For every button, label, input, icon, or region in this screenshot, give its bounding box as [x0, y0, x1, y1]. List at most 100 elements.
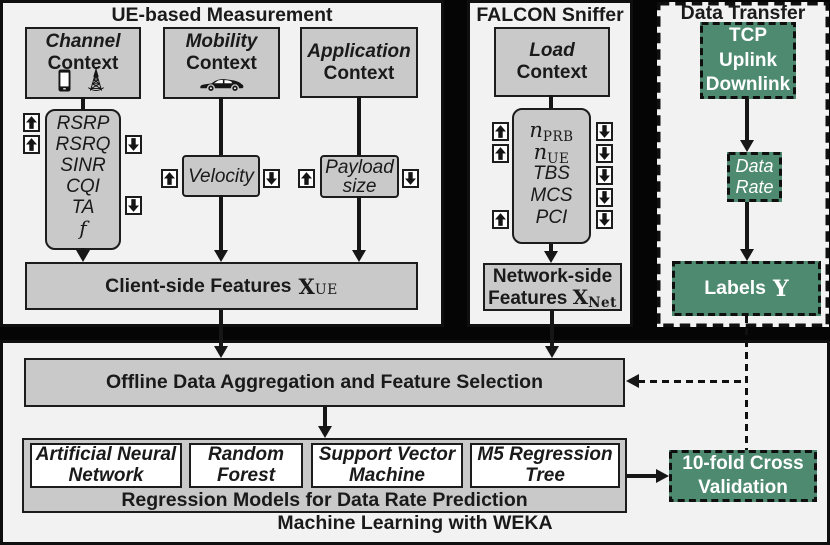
dashed-line-labels-to-aggregation	[638, 379, 746, 383]
ml-panel-caption: Machine Learning with WEKA	[277, 512, 553, 534]
metric-velocity: Velocity	[188, 165, 254, 187]
tcp-line2: Uplink	[718, 49, 778, 71]
down-arrow-icon	[402, 169, 419, 188]
load-context-line1: Load	[529, 40, 575, 61]
down-arrow-icon	[596, 209, 613, 229]
application-context-line1: Application	[307, 40, 411, 62]
tcp-line3: Downlink	[705, 74, 791, 95]
arrowhead	[656, 468, 669, 483]
data-rate-line1: Data	[735, 156, 774, 176]
application-context-box: Application Context	[300, 27, 418, 98]
arrowhead	[739, 249, 754, 261]
load-context-box: Load Context	[494, 27, 610, 97]
velocity-box: Velocity	[182, 155, 260, 197]
metric-frequency: f	[79, 215, 87, 240]
model-svm-box: Support Vector Machine	[311, 443, 463, 488]
down-arrow-icon	[596, 187, 613, 207]
tcp-box: TCP Uplink Downlink	[700, 22, 796, 99]
arrowhead	[213, 250, 228, 262]
connector-application-to-payload	[357, 96, 361, 155]
labels-box: Labels Y	[672, 261, 821, 316]
tcp-line1: TCP	[729, 25, 767, 46]
arrow-metrics-to-network-features	[549, 244, 553, 252]
channel-context-box: Channel Context	[25, 27, 141, 99]
arrowhead	[317, 426, 332, 438]
up-arrow-icon	[492, 143, 509, 163]
dashed-border	[669, 450, 817, 502]
channel-metrics-box: RSRP RSRQ SINR CQI TA f	[45, 109, 121, 250]
network-features-line2: Features XNet	[488, 285, 617, 311]
falcon-panel-title: FALCON Sniffer	[476, 4, 624, 26]
model-ann-box: Artificial Neural Network	[30, 443, 182, 488]
model-m5-tree-box: M5 Regression Tree	[470, 443, 620, 488]
network-metrics-box: nPRB nUE TBS MCS PCI	[512, 108, 591, 244]
network-features-line1: Network-side	[492, 266, 613, 287]
arrow-client-to-aggregation	[219, 310, 223, 347]
arrowhead	[351, 250, 366, 262]
down-arrow-icon	[263, 169, 280, 188]
dashed-border	[657, 2, 829, 327]
down-arrow-icon	[125, 196, 142, 215]
arrow-models-to-validation	[627, 474, 658, 478]
client-features-subscript: UE	[314, 282, 338, 298]
data-rate-box: Data Rate	[727, 152, 782, 202]
up-arrow-icon	[298, 169, 315, 188]
channel-context-line1: Channel	[45, 31, 121, 52]
down-arrow-icon	[596, 121, 613, 141]
network-features-subscript: Net	[588, 295, 617, 311]
payload-size-box: Payload size	[320, 155, 399, 198]
dashed-border	[700, 22, 796, 99]
dashed-line-labels-to-validation	[744, 316, 748, 450]
metric-payload-line1: Payload	[325, 156, 394, 178]
metric-rsrp: RSRP	[56, 112, 110, 134]
validation-line2: Validation	[698, 476, 788, 498]
metric-pci: PCI	[535, 207, 568, 228]
arrow-data-rate-to-labels	[745, 202, 749, 250]
down-arrow-icon	[596, 143, 613, 163]
metric-mcs: MCS	[530, 185, 573, 206]
down-arrow-icon	[596, 165, 613, 185]
data-rate-line2: Rate	[735, 177, 774, 197]
up-arrow-icon	[492, 121, 509, 141]
validation-box: 10-fold Cross Validation	[669, 450, 817, 502]
car-icon	[199, 76, 244, 96]
arrowhead	[739, 140, 754, 152]
arrowhead	[543, 251, 558, 263]
mobility-context-line2: Context	[186, 53, 257, 74]
smartphone-icon	[58, 69, 71, 97]
arrow-payload-to-client	[357, 196, 361, 251]
arrowhead	[626, 373, 639, 388]
up-arrow-icon	[492, 209, 509, 229]
connector-mobility-to-velocity	[219, 97, 223, 155]
connector-load-to-metrics	[549, 95, 553, 109]
network-side-features-box: Network-side Features XNet	[483, 263, 622, 311]
connector-channel-to-metrics	[81, 97, 85, 109]
ue-panel-title: UE-based Measurement	[111, 4, 333, 26]
model-random-forest-box: Random Forest	[189, 443, 303, 488]
arrow-velocity-to-client	[219, 195, 223, 251]
cell-tower-icon	[84, 66, 108, 97]
metric-tbs: TBS	[533, 163, 570, 184]
metric-payload-line2: size	[342, 175, 377, 197]
load-context-line2: Context	[516, 62, 588, 83]
up-arrow-icon	[161, 169, 178, 188]
client-features-symbol: X	[298, 273, 315, 299]
regression-models-caption: Regression Models for Data Rate Predicti…	[121, 489, 528, 511]
metric-ta: TA	[71, 196, 95, 218]
labels-label: Labels	[704, 277, 767, 299]
up-arrow-icon	[23, 135, 40, 154]
channel-context-line2: Context	[47, 53, 119, 74]
labels-symbol: Y	[773, 275, 789, 302]
metric-sinr: SINR	[60, 154, 106, 176]
arrowhead	[544, 346, 559, 358]
client-features-label: Client-side Features	[105, 274, 292, 297]
application-context-line2: Context	[323, 62, 395, 84]
data-transfer-panel-title: Data Transfer	[680, 2, 806, 24]
metric-cqi: CQI	[66, 175, 100, 197]
aggregation-box: Offline Data Aggregation and Feature Sel…	[24, 358, 625, 407]
down-arrow-icon	[125, 135, 142, 154]
up-arrow-icon	[23, 113, 40, 132]
arrowhead	[213, 346, 228, 358]
